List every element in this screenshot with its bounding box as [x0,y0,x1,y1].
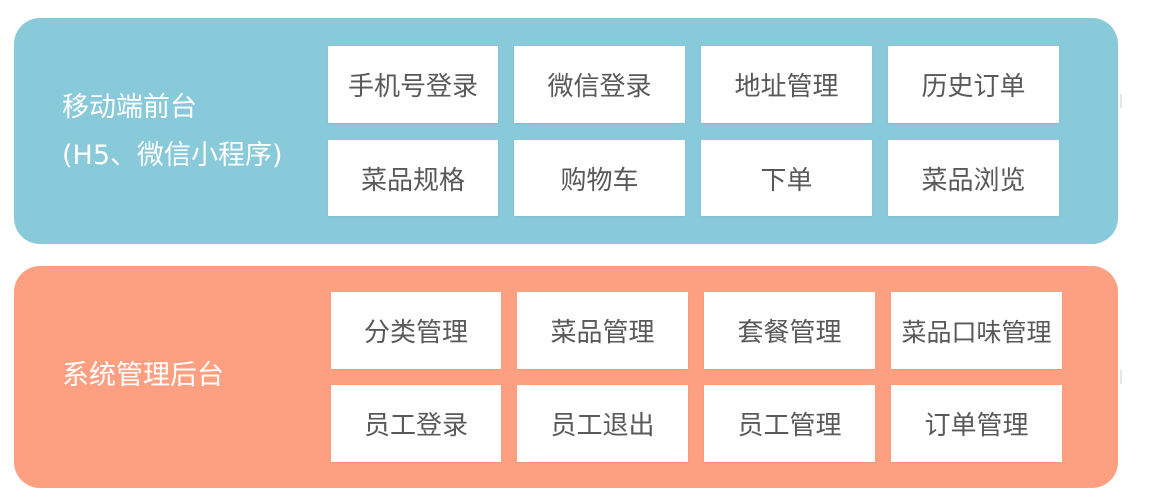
feature-box-wechat-login: 微信登录 [514,46,685,123]
feature-box-flavor-management: 菜品口味管理 [891,292,1062,369]
mobile-frontend-title-line2: (H5、微信小程序) [62,140,283,171]
feature-box-employee-management: 员工管理 [704,385,875,462]
edge-divider-mark [1120,94,1122,108]
feature-box-category-management: 分类管理 [331,292,501,369]
edge-divider-mark [1120,370,1122,384]
feature-box-order-management: 订单管理 [891,385,1062,462]
feature-box-employee-login: 员工登录 [331,385,501,462]
feature-box-place-order: 下单 [701,140,872,216]
feature-box-dish-browse: 菜品浏览 [888,140,1059,216]
feature-box-dish-specs: 菜品规格 [328,140,498,216]
mobile-frontend-panel: 移动端前台 (H5、微信小程序) 手机号登录 微信登录 地址管理 历史订单 菜品… [14,18,1118,244]
feature-box-shopping-cart: 购物车 [514,140,685,216]
feature-box-order-history: 历史订单 [888,46,1059,123]
mobile-frontend-title: 移动端前台 (H5、微信小程序) [62,84,283,180]
admin-backend-panel: 系统管理后台 分类管理 菜品管理 套餐管理 菜品口味管理 员工登录 员工退出 员… [14,266,1118,488]
feature-box-employee-logout: 员工退出 [517,385,688,462]
feature-box-combo-management: 套餐管理 [704,292,875,369]
feature-box-address-management: 地址管理 [701,46,872,123]
mobile-frontend-title-line1: 移动端前台 [62,92,197,123]
feature-box-dish-management: 菜品管理 [517,292,688,369]
admin-backend-title: 系统管理后台 [62,360,224,391]
feature-box-phone-login: 手机号登录 [328,46,498,123]
